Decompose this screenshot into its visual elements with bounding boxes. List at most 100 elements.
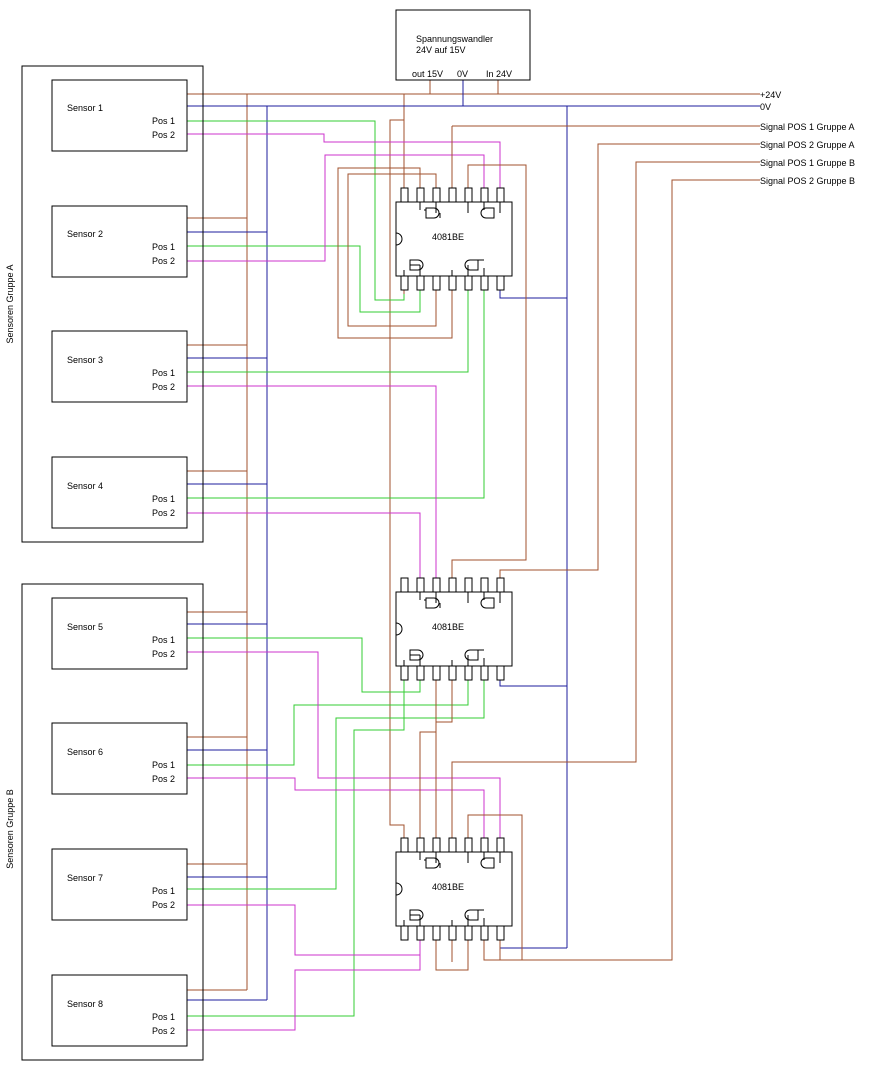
chip-pin xyxy=(448,665,457,681)
chip-notch xyxy=(395,882,403,896)
chip-pin xyxy=(448,275,457,291)
sensor-8: Sensor 8 Pos 1 Pos 2 xyxy=(51,974,188,1047)
chip-pin xyxy=(432,275,441,291)
group-a: Sensoren Gruppe A xyxy=(5,65,204,543)
chip-pin xyxy=(496,665,505,681)
sensor-box xyxy=(51,330,188,403)
chip-4081be-1: 4081BE xyxy=(395,187,513,291)
chip-pin xyxy=(400,925,409,941)
converter-pin-gnd: 0V xyxy=(457,69,468,79)
sensor-pos2-label: Pos 2 xyxy=(152,508,175,518)
chip-pin xyxy=(496,577,505,593)
converter-box xyxy=(395,9,531,81)
sensor-pos1-label: Pos 1 xyxy=(152,494,175,504)
sensor-box xyxy=(51,205,188,278)
chip-pin xyxy=(448,925,457,941)
sensor-pos1-label: Pos 1 xyxy=(152,368,175,378)
pos2-wires xyxy=(187,133,501,1031)
chip-pin xyxy=(448,577,457,593)
and-gate-symbol xyxy=(425,857,440,869)
chip-pin xyxy=(448,837,457,853)
chip-4081be-2: 4081BE xyxy=(395,577,513,681)
sensor-7: Sensor 7 Pos 1 Pos 2 xyxy=(51,848,188,921)
and-gate-symbol xyxy=(480,857,495,869)
output-labels: +24V 0V Signal POS 1 Gruppe A Signal POS… xyxy=(760,90,855,186)
chip-pin xyxy=(480,837,489,853)
and-gate-symbol xyxy=(480,597,495,609)
group-b: Sensoren Gruppe B xyxy=(5,583,204,1061)
sensor-1: Sensor 1 Pos 1 Pos 2 xyxy=(51,79,188,152)
chip-pin xyxy=(416,925,425,941)
and-gate-symbol xyxy=(425,597,440,609)
chip-pin xyxy=(464,925,473,941)
output-signal-pos2-a: Signal POS 2 Gruppe A xyxy=(760,140,855,150)
sensor-name: Sensor 2 xyxy=(67,229,103,239)
chip-pin xyxy=(416,665,425,681)
sensor-box xyxy=(51,597,188,670)
sensor-name: Sensor 1 xyxy=(67,103,103,113)
sensor-pos1-label: Pos 1 xyxy=(152,760,175,770)
group-b-frame xyxy=(21,583,204,1061)
sensor-box xyxy=(51,79,188,152)
chip-pin xyxy=(496,925,505,941)
chip-4081be-3: 4081BE xyxy=(395,837,513,941)
group-a-label: Sensoren Gruppe A xyxy=(5,264,15,343)
chip-pin xyxy=(400,577,409,593)
chip-pin xyxy=(432,577,441,593)
and-gate-symbol xyxy=(425,207,440,219)
sensor-pos2-label: Pos 2 xyxy=(152,900,175,910)
output-signal-pos1-b: Signal POS 1 Gruppe B xyxy=(760,158,855,168)
converter-title-line2: 24V auf 15V xyxy=(416,45,466,55)
chip-pin xyxy=(480,275,489,291)
sensor-6: Sensor 6 Pos 1 Pos 2 xyxy=(51,722,188,795)
power-wires xyxy=(187,80,760,991)
chip-pin xyxy=(432,187,441,203)
pos1-wires xyxy=(187,120,485,1017)
sensor-box xyxy=(51,722,188,795)
sensor-pos2-label: Pos 2 xyxy=(152,382,175,392)
sensor-box xyxy=(51,848,188,921)
chip-pin xyxy=(432,665,441,681)
chip-pin xyxy=(464,187,473,203)
chip-pin xyxy=(432,837,441,853)
sensor-box xyxy=(51,456,188,529)
and-gate-symbol xyxy=(464,909,479,921)
output-signal-pos2-b: Signal POS 2 Gruppe B xyxy=(760,176,855,186)
sensor-3: Sensor 3 Pos 1 Pos 2 xyxy=(51,330,188,403)
sensor-pos2-label: Pos 2 xyxy=(152,130,175,140)
sensor-4: Sensor 4 Pos 1 Pos 2 xyxy=(51,456,188,529)
converter-pin-in: In 24V xyxy=(486,69,512,79)
chip-label: 4081BE xyxy=(432,622,464,632)
chip-pin xyxy=(464,275,473,291)
voltage-converter: Spannungswandler 24V auf 15V out 15V 0V … xyxy=(395,9,531,81)
chip-pin xyxy=(448,187,457,203)
and-gate-symbol xyxy=(464,649,479,661)
sensor-pos2-label: Pos 2 xyxy=(152,1026,175,1036)
chip-interconnect-wires xyxy=(337,125,760,971)
sensor-name: Sensor 6 xyxy=(67,747,103,757)
group-b-label: Sensoren Gruppe B xyxy=(5,789,15,869)
chip-pin xyxy=(400,187,409,203)
chip-pin xyxy=(432,925,441,941)
chip-pin xyxy=(464,577,473,593)
sensor-name: Sensor 5 xyxy=(67,622,103,632)
chip-pin xyxy=(480,925,489,941)
sensor-name: Sensor 4 xyxy=(67,481,103,491)
sensor-pos2-label: Pos 2 xyxy=(152,256,175,266)
chip-pin xyxy=(496,275,505,291)
chip-pin xyxy=(400,275,409,291)
converter-title-line1: Spannungswandler xyxy=(416,34,493,44)
sensor-pos1-label: Pos 1 xyxy=(152,635,175,645)
chip-pin xyxy=(416,275,425,291)
chip-label: 4081BE xyxy=(432,882,464,892)
sensor-pos1-label: Pos 1 xyxy=(152,886,175,896)
chip-pin xyxy=(480,577,489,593)
sensor-5: Sensor 5 Pos 1 Pos 2 xyxy=(51,597,188,670)
sensor-pos1-label: Pos 1 xyxy=(152,1012,175,1022)
converter-pin-out: out 15V xyxy=(412,69,443,79)
chip-pin xyxy=(496,837,505,853)
ground-wires xyxy=(187,80,760,1001)
sensor-name: Sensor 3 xyxy=(67,355,103,365)
group-a-frame xyxy=(21,65,204,543)
chip-pin xyxy=(416,837,425,853)
